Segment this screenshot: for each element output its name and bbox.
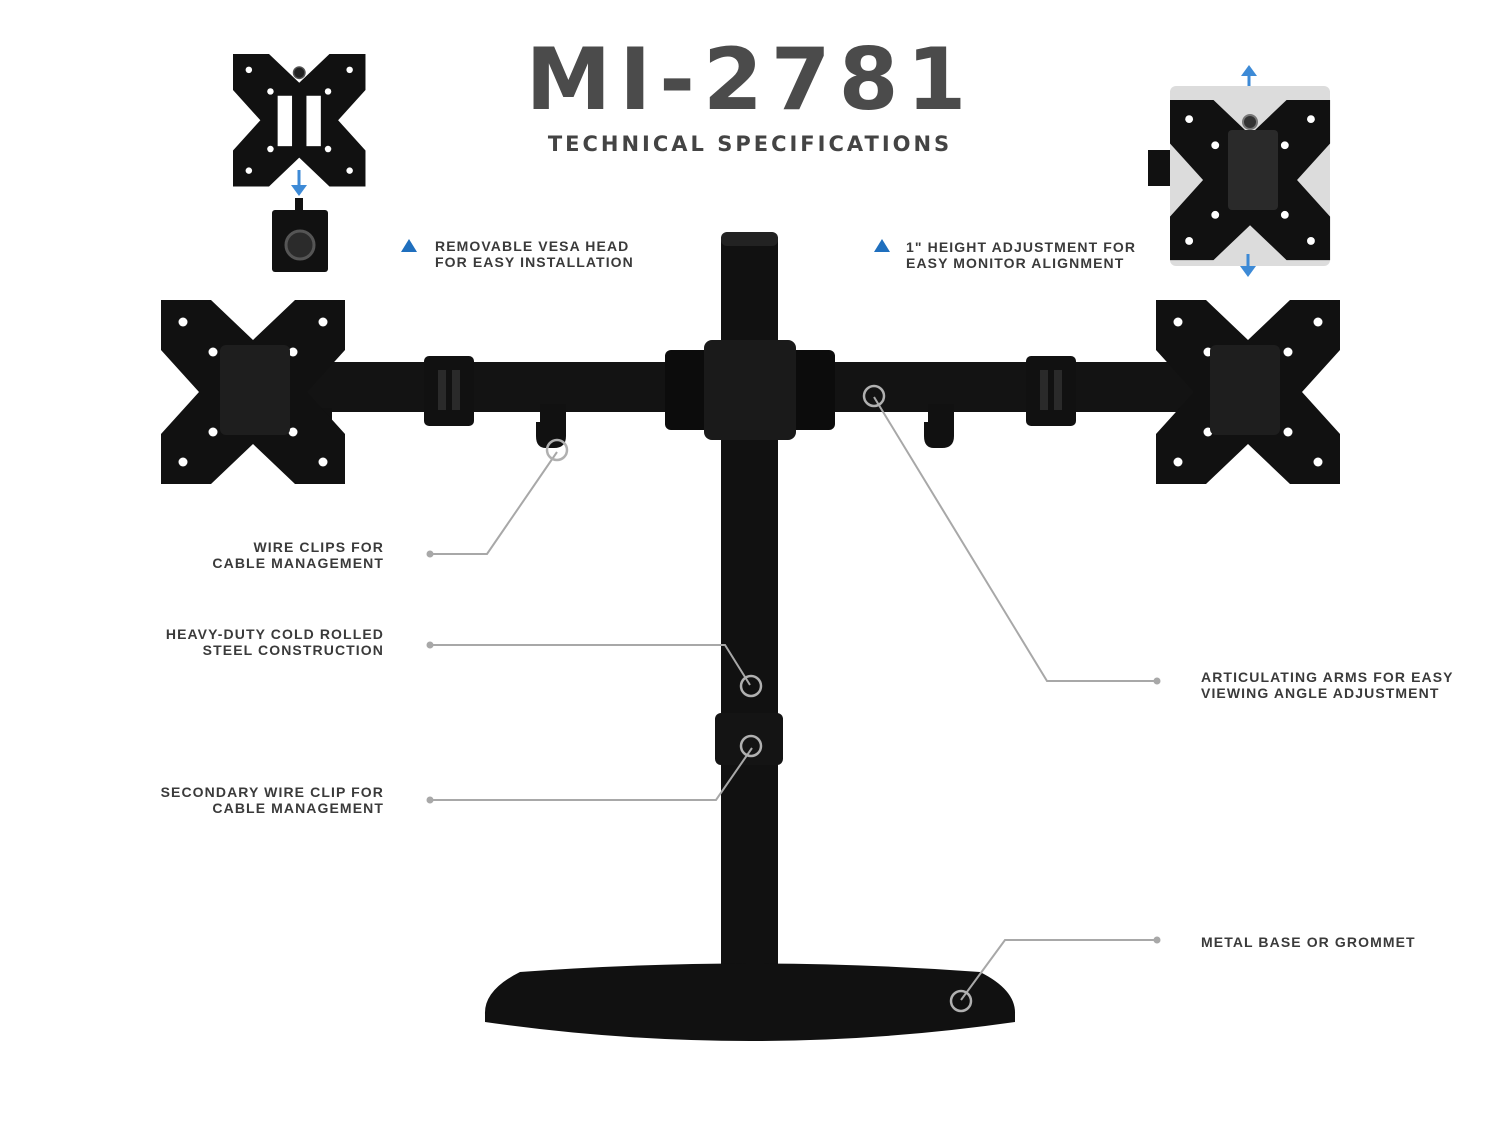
height-adjust-detail — [1148, 65, 1331, 277]
blue-triangle-icon — [874, 239, 890, 252]
callout-height-adjustment: 1" HEIGHT ADJUSTMENT FOR EASY MONITOR AL… — [906, 239, 1137, 271]
callout-wire-clips: WIRE CLIPS FOR CABLE MANAGEMENT — [212, 539, 384, 571]
blue-triangle-icon — [401, 239, 417, 252]
leader-lines — [430, 396, 1157, 1001]
product-subtitle: TECHNICAL SPECIFICATIONS — [547, 132, 953, 156]
product-title: MI-2781 — [525, 30, 975, 130]
pole-wire-clip — [715, 713, 783, 765]
callout-markers — [545, 384, 973, 1013]
callout-secondary-wire-clip: SECONDARY WIRE CLIP FOR CABLE MANAGEMENT — [160, 784, 384, 816]
callout-steel-construction: HEAVY-DUTY COLD ROLLED STEEL CONSTRUCTIO… — [165, 626, 384, 658]
stand-base — [484, 963, 1016, 1041]
callout-vesa-head: REMOVABLE VESA HEAD FOR EASY INSTALLATIO… — [435, 238, 634, 270]
callout-articulating-arms: ARTICULATING ARMS FOR EASY VIEWING ANGLE… — [1201, 669, 1454, 701]
down-arrow-head-icon — [291, 185, 307, 196]
vesa-head-detail — [233, 54, 366, 272]
callout-metal-base: METAL BASE OR GROMMET — [1201, 934, 1416, 950]
